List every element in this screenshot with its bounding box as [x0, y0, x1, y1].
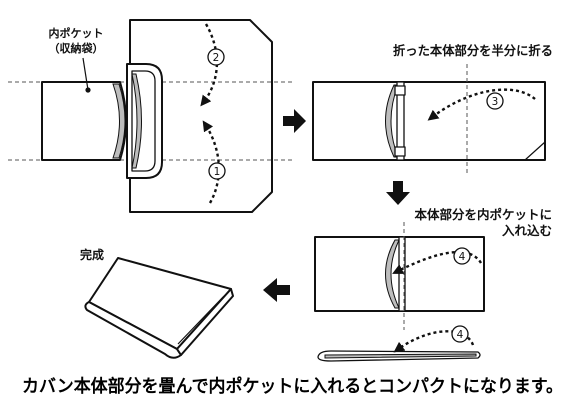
next-arrow-down [386, 181, 410, 205]
fold-half-label: 折った本体部分を半分に折る [393, 43, 553, 58]
pocket-opening [112, 83, 126, 159]
step-badge-3: 3 [486, 92, 504, 110]
svg-text:1: 1 [214, 166, 221, 178]
insert-arrow-front [392, 250, 483, 274]
pocket-band [396, 81, 405, 161]
step4-figure: 本体部分を内ポケットに 入れ込む 4 4 [314, 207, 552, 362]
svg-text:4: 4 [457, 329, 464, 341]
step1-figure: 内ポケット （収納袋） 2 1 [8, 19, 292, 213]
inner-pocket-label: 内ポケット [49, 26, 104, 40]
folded-bag-edge [176, 288, 234, 356]
step3-figure: 折った本体部分を半分に折る 3 [312, 43, 553, 176]
corner-fold [524, 141, 546, 161]
inner-pocket [41, 81, 127, 161]
next-arrow-right [283, 109, 306, 133]
insert-label-line1: 本体部分を内ポケットに [414, 207, 552, 222]
finished-figure: 完成 [80, 247, 234, 359]
svg-text:2: 2 [213, 52, 220, 64]
step-badge-2: 2 [207, 48, 225, 66]
step-badge-1: 1 [208, 162, 226, 180]
step-badge-4-front: 4 [453, 247, 471, 265]
svg-text:4: 4 [459, 251, 466, 263]
step-badge-4-side: 4 [451, 325, 469, 343]
pocket-pointer-line [82, 57, 89, 91]
side-view-body [324, 353, 477, 359]
folded-bag-inner-edge [177, 295, 225, 345]
next-arrow-left [263, 278, 290, 302]
complete-label: 完成 [80, 247, 104, 262]
pocket-band-shade [131, 73, 142, 169]
folded-bag-face [88, 257, 232, 350]
storage-bag-label: （収納袋） [49, 41, 104, 55]
bag-body [129, 19, 273, 213]
fold-arrow-bottom [202, 120, 220, 204]
pocket-pointer-dot [85, 87, 91, 93]
svg-text:3: 3 [492, 96, 499, 108]
insert-arrow-side [393, 330, 475, 353]
band-clip-top [394, 85, 406, 96]
folded-bag-roll [84, 301, 182, 359]
pocket-band [398, 236, 406, 312]
caption: カバン本体部分を畳んで内ポケットに入れるとコンパクトになります。 [22, 376, 563, 397]
fold-arrow-half [427, 88, 536, 121]
insert-label-line2: 入れ込む [502, 223, 552, 238]
band-clip-bottom [394, 146, 406, 157]
